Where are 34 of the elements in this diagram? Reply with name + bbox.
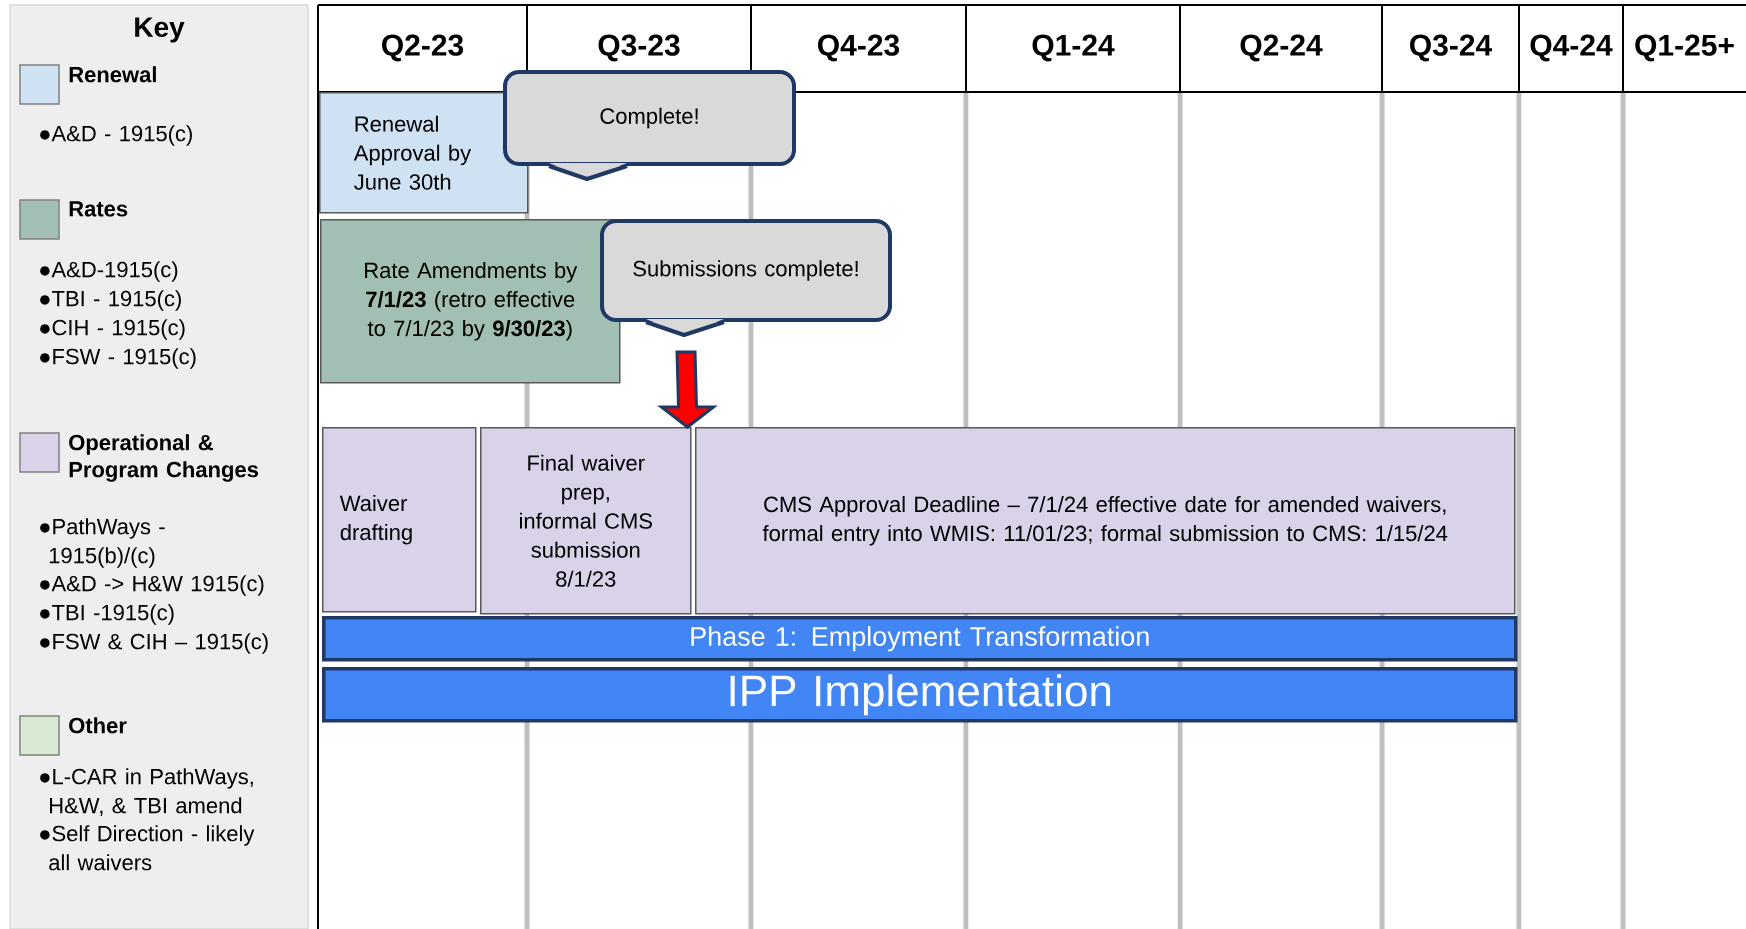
column-header: Q4-23 (818, 34, 900, 62)
list-item: ●A&D -> H&W 1915(c) (40, 575, 264, 596)
list-item: ●A&D - 1915(c) (40, 125, 192, 146)
task-box: Waiver drafting (322, 427, 477, 613)
task-box: Rate Amendments by 7/1/23 (retro effective to 7/1/23 by 9/30/23) (320, 219, 621, 384)
list-item: ●A&D-1915(c) (40, 261, 178, 282)
list-item: ●PathWays - 1915(b)/(c) (40, 518, 165, 568)
column-header: Q4-24 (1530, 34, 1613, 62)
phase-bar: IPP Implementation (322, 667, 1518, 723)
legend-label: Renewal (69, 66, 156, 83)
task-box: CMS Approval Deadline – 7/1/24 effective date for amended waivers, formal entry into WMIS: 11/01/23; formal submission to CMS: 1/15/24 (695, 427, 1516, 615)
column-header: Q1-25+ (1635, 34, 1734, 62)
legend-label: Operational & Program Changes (69, 434, 258, 482)
column-header: Q2-23 (382, 34, 464, 62)
list-item: ●Self Direction - likely all waivers (40, 825, 255, 871)
legend-label: Rates (69, 201, 128, 217)
task-box: Final waiver prep, informal CMS submission 8/1/23 (480, 427, 692, 615)
column-header: Q3-24 (1410, 34, 1493, 62)
list-item: ●TBI -1915(c) (40, 604, 174, 625)
list-item: ●CIH - 1915(c) (40, 319, 185, 340)
column-header: Q2-24 (1240, 34, 1323, 62)
key-title: Key (135, 17, 185, 43)
phase-bar: Phase 1: Employment Transformation (322, 616, 1518, 662)
list-item: ●FSW & CIH – 1915(c) (40, 633, 268, 654)
column-header: Q1-24 (1032, 34, 1115, 62)
callout-bubble: Complete! (503, 70, 796, 181)
legend-label: Other (69, 717, 127, 734)
list-item: ●FSW - 1915(c) (40, 348, 196, 369)
column-header: Q3-23 (598, 34, 680, 62)
arrow (657, 350, 718, 429)
list-item: ●L-CAR in PathWays, H&W, & TBI amend (40, 768, 253, 816)
task-box: Renewal Approval by June 30th (319, 92, 529, 214)
list-item: ●TBI - 1915(c) (40, 290, 181, 311)
callout-bubble: Submissions complete! (600, 219, 892, 337)
